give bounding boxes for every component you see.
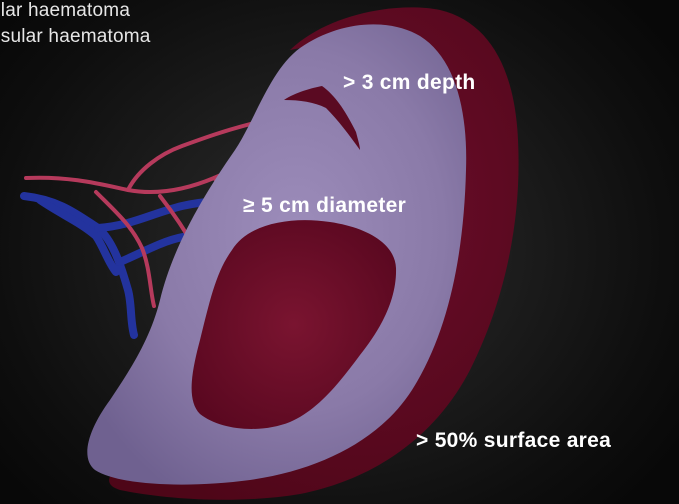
legend-line-1: ular haematoma	[0, 0, 130, 22]
surface-area-label: > 50% surface area	[416, 429, 611, 453]
legend-line-2: osular haematoma	[0, 26, 151, 48]
vein-path	[24, 196, 134, 335]
depth-label: > 3 cm depth	[343, 71, 476, 95]
diameter-label: ≥ 5 cm diameter	[243, 194, 406, 218]
